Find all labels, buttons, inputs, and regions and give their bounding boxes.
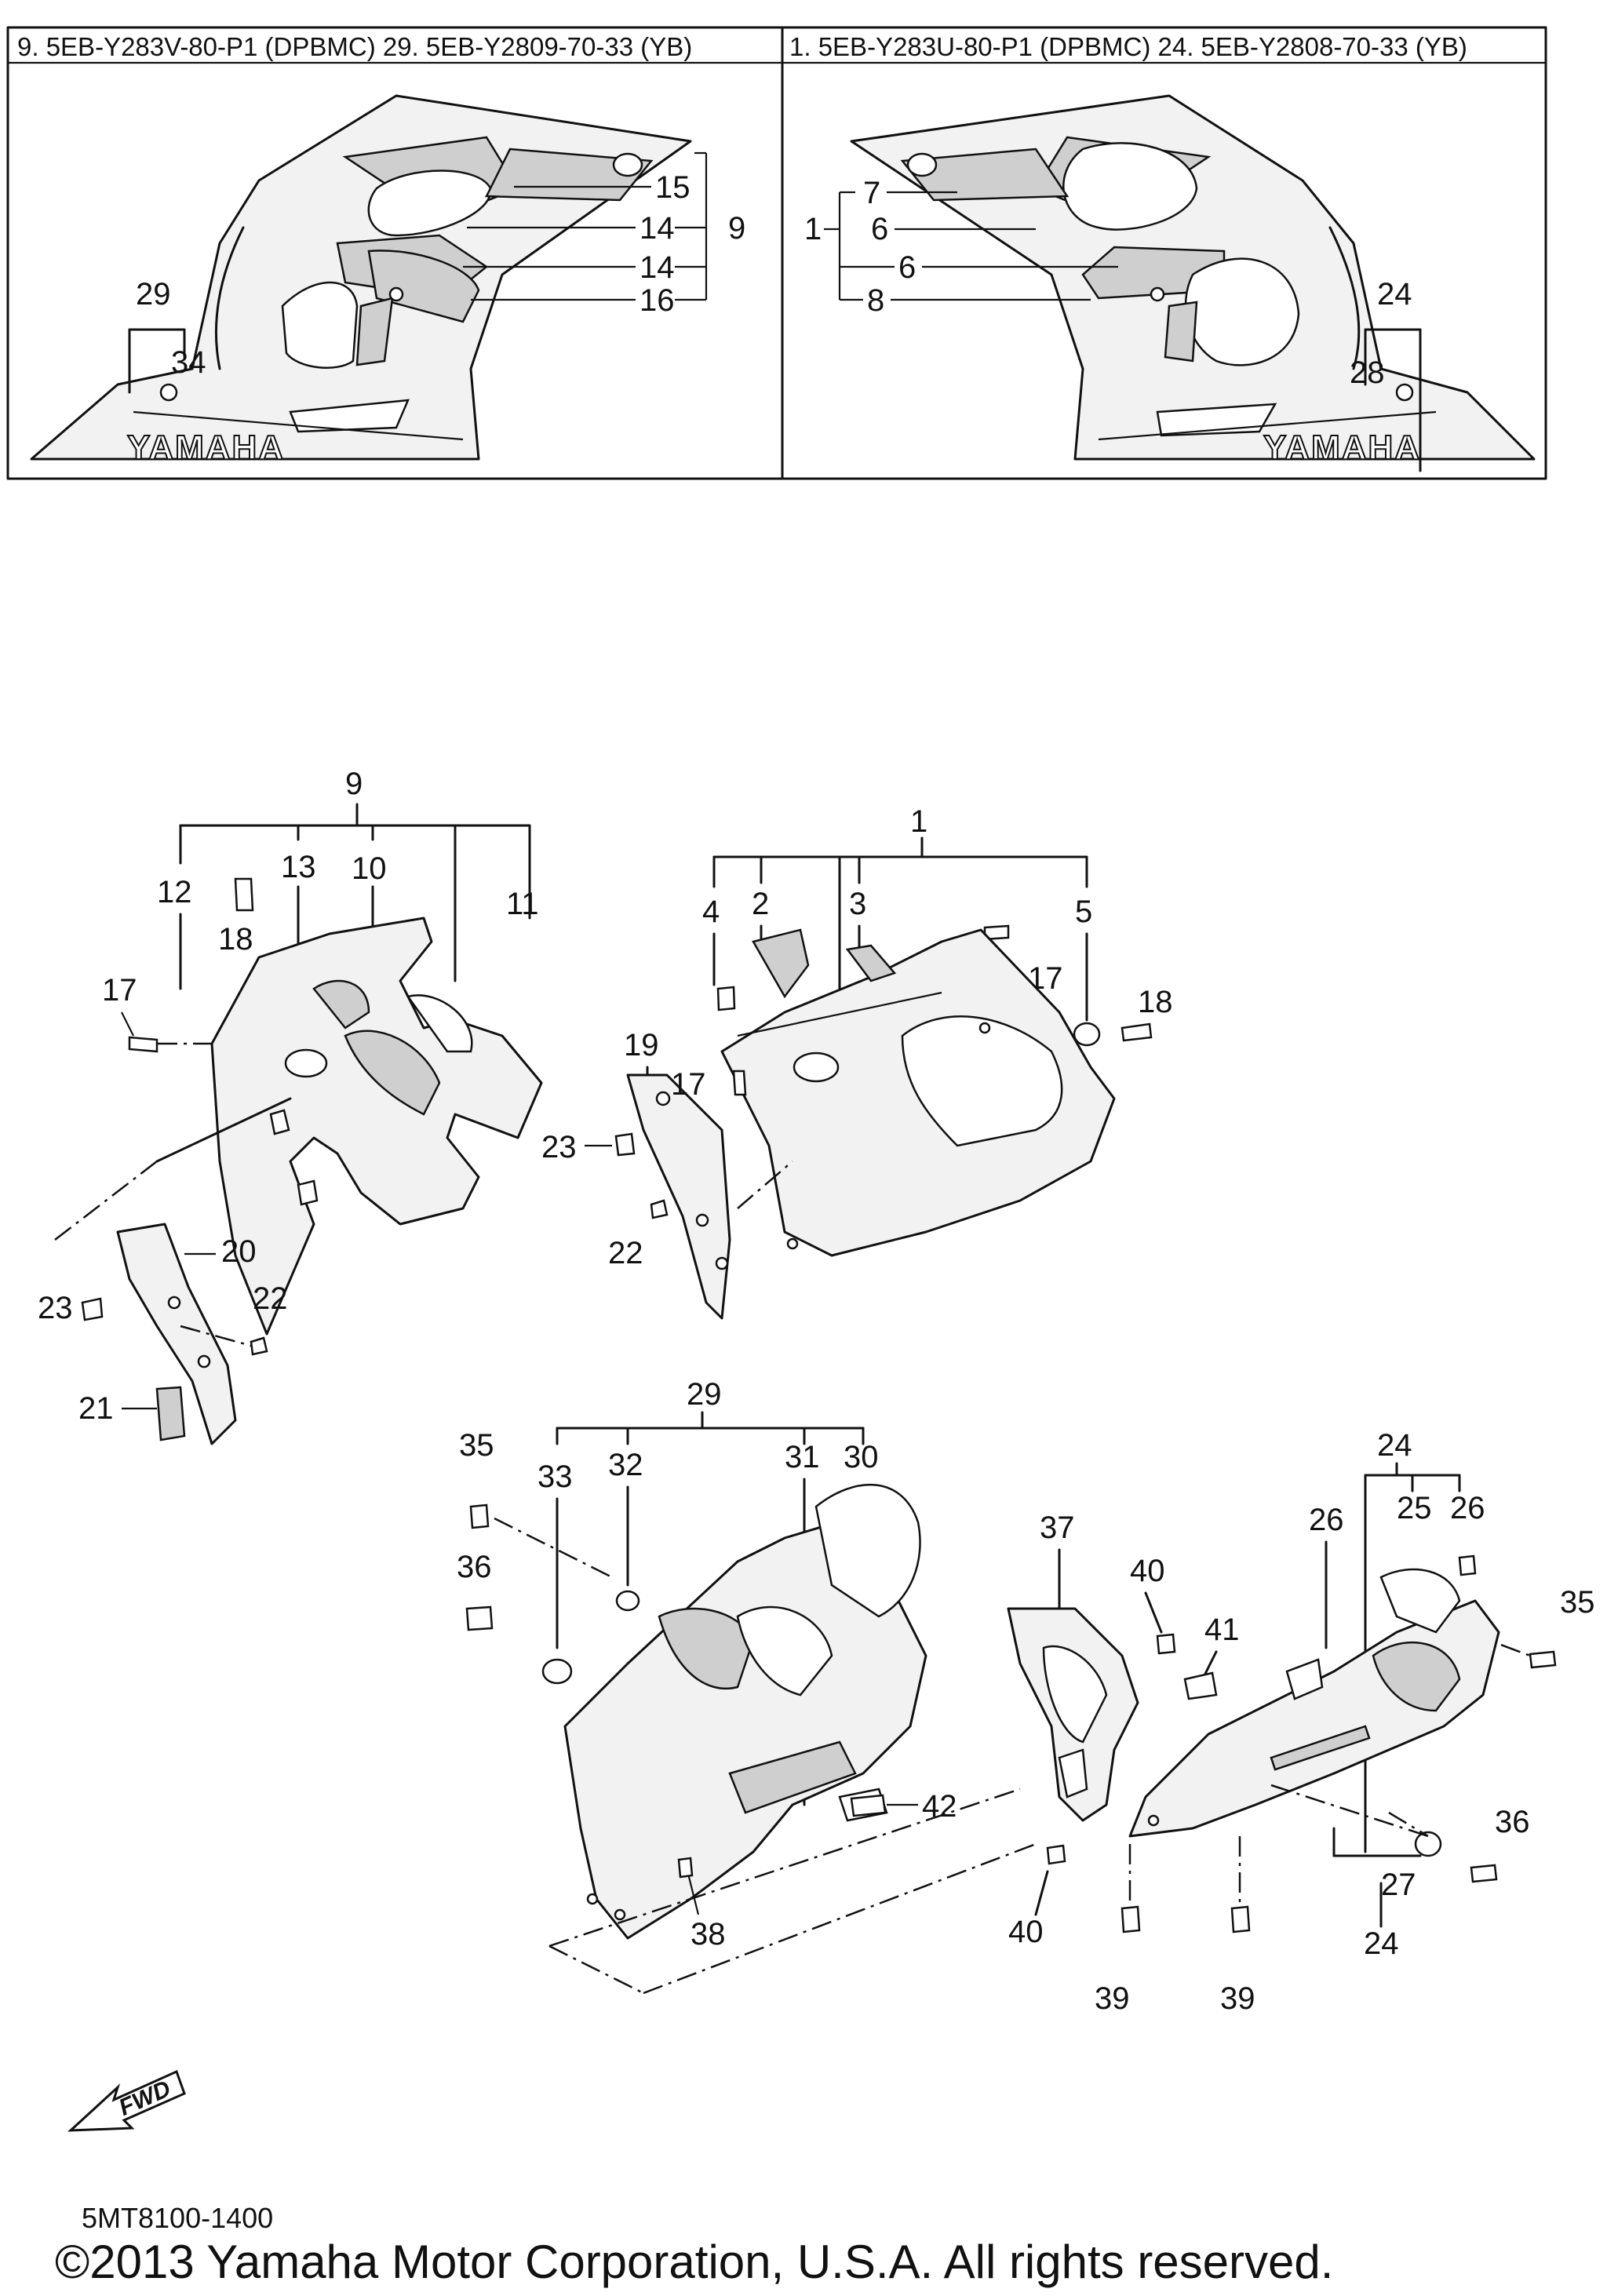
left-panel-callouts: 29 34 15 14 9 14 16: [128, 151, 745, 394]
callout-24: 24: [1377, 1428, 1412, 1463]
callout-12: 12: [157, 875, 192, 909]
yamaha-logo-right: YAMAHA: [1263, 428, 1421, 467]
diagram-code: 5MT8100-1400: [82, 2202, 274, 2234]
callout-1-right: 1: [804, 212, 822, 246]
callout-28: 28: [1350, 355, 1385, 390]
callout-9-left: 9: [728, 211, 745, 246]
callout-7: 7: [863, 176, 880, 210]
callout-36-right: 36: [1495, 1805, 1530, 1839]
callout-32: 32: [608, 1448, 643, 1482]
callout-14-b: 14: [640, 250, 675, 285]
callout-41: 41: [1204, 1613, 1240, 1647]
callout-26-right: 26: [1450, 1491, 1485, 1525]
callout-22-right: 22: [608, 1236, 643, 1270]
callout-24-bottom: 24: [1364, 1926, 1399, 1961]
callout-22-left: 22: [253, 1281, 288, 1316]
callout-39-b: 39: [1220, 1981, 1255, 2016]
fwd-arrow-icon: FWD: [67, 2069, 186, 2132]
callout-4: 4: [702, 895, 720, 929]
callout-35-right: 35: [1560, 1585, 1595, 1620]
callout-13: 13: [281, 850, 316, 884]
callout-23-left: 23: [38, 1291, 73, 1325]
callout-18-left: 18: [218, 922, 253, 957]
callout-17-right-b: 17: [671, 1067, 706, 1102]
group-1-inner-panel: 1 4 2 3 5 17 18 19: [541, 804, 1173, 1320]
fwd-label: FWD: [115, 2076, 175, 2121]
callout-36-left: 36: [457, 1550, 492, 1584]
callout-33: 33: [537, 1460, 573, 1494]
callout-25: 25: [1397, 1491, 1432, 1525]
callout-16: 16: [640, 283, 675, 318]
right-panel-callouts: 7 1 6 6 8 24 28: [804, 176, 1422, 472]
callout-31: 31: [785, 1440, 820, 1474]
callout-6-a: 6: [871, 212, 888, 246]
yamaha-logo-left: YAMAHA: [127, 428, 285, 467]
callout-14-a: 14: [640, 211, 675, 246]
callout-10: 10: [352, 851, 387, 886]
callout-11: 11: [506, 887, 539, 921]
callout-23-right: 23: [541, 1130, 577, 1164]
callout-19: 19: [624, 1028, 659, 1062]
callout-2: 2: [752, 887, 769, 921]
callout-3: 3: [849, 887, 866, 921]
callout-18-right: 18: [1138, 985, 1173, 1019]
callout-17-left: 17: [102, 973, 137, 1008]
callout-6-b: 6: [898, 250, 916, 285]
group-29-lower-cowling: 29 35 33 32 31 30 36 42 38: [457, 1377, 1037, 1995]
callout-20: 20: [221, 1234, 257, 1269]
left-cowling-decal-illustration: YAMAHA: [30, 94, 692, 468]
callout-39-a: 39: [1095, 1981, 1130, 2016]
callout-40-a: 40: [1130, 1554, 1165, 1588]
callout-24-right: 24: [1377, 277, 1412, 312]
callout-1: 1: [910, 804, 927, 839]
callout-29-left: 29: [136, 277, 171, 312]
header-right-label: 1. 5EB-Y283U-80-P1 (DPBMC) 24. 5EB-Y2808…: [789, 32, 1467, 61]
callout-30: 30: [844, 1440, 879, 1474]
callout-27: 27: [1381, 1868, 1416, 1902]
callout-29: 29: [687, 1377, 722, 1412]
callout-40-b: 40: [1008, 1915, 1044, 1949]
callout-8: 8: [867, 283, 884, 318]
right-cowling-decal-illustration: YAMAHA: [850, 94, 1536, 468]
callout-38: 38: [691, 1917, 726, 1952]
callout-26-left: 26: [1309, 1503, 1344, 1537]
callout-34: 34: [171, 345, 206, 380]
header-left-label: 9. 5EB-Y283V-80-P1 (DPBMC) 29. 5EB-Y2809…: [17, 32, 692, 61]
callout-35-left: 35: [459, 1428, 494, 1463]
callout-37: 37: [1040, 1511, 1075, 1545]
callout-9: 9: [345, 767, 363, 801]
copyright-notice: ©2013 Yamaha Motor Corporation, U.S.A. A…: [55, 2236, 1334, 2288]
callout-42: 42: [922, 1789, 957, 1824]
decal-reference-box: 9. 5EB-Y283V-80-P1 (DPBMC) 29. 5EB-Y2809…: [6, 26, 1547, 480]
group-9-inner-panel: 9 12 13 10 11 18 17 20: [38, 767, 543, 1445]
callout-21: 21: [78, 1391, 114, 1426]
group-24-lower-cowling: 24 37 40 41 26 25 26 35 27 36: [1007, 1428, 1595, 2016]
callout-5: 5: [1075, 895, 1092, 929]
callout-15: 15: [655, 170, 691, 205]
